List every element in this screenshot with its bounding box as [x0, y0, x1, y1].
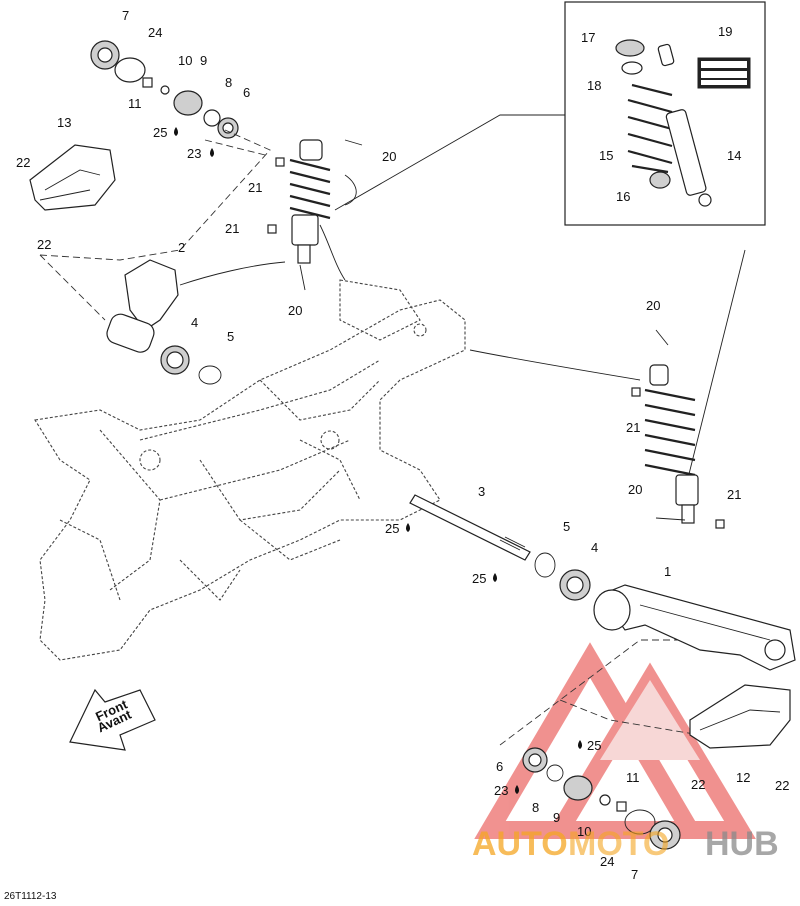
callout-19: 19	[718, 24, 732, 39]
callout-24: 24	[148, 25, 162, 40]
callout-16: 16	[616, 189, 630, 204]
watermark-text: AUTO MOTO HUB	[472, 825, 779, 863]
upper-bearing-group	[90, 40, 239, 139]
pivot-shaft-3	[409, 494, 531, 561]
callout-25: 25	[472, 571, 486, 586]
callout-25: 25	[587, 738, 601, 753]
callout-15: 15	[599, 148, 613, 163]
callout-14: 14	[727, 148, 741, 163]
lower-bearing-group	[522, 747, 681, 850]
callout-22: 22	[16, 155, 30, 170]
callout-23: 23	[187, 146, 201, 161]
callout-4: 4	[591, 540, 598, 555]
callout-10: 10	[577, 824, 591, 839]
shock-absorber-left	[267, 139, 363, 291]
callout-24: 24	[600, 854, 614, 869]
callout-22: 22	[691, 777, 705, 792]
callout-10: 10	[178, 53, 192, 68]
callout-6: 6	[243, 85, 250, 100]
watermark-logo	[474, 642, 756, 839]
watermark-hub: HUB	[705, 825, 779, 863]
drop-icon	[493, 573, 497, 582]
shock-absorber-right	[631, 329, 725, 529]
skid-plate-13	[29, 144, 116, 211]
callout-11: 11	[626, 770, 640, 785]
callout-5: 5	[227, 329, 234, 344]
callout-20: 20	[646, 298, 660, 313]
callout-22: 22	[775, 778, 789, 793]
callout-13: 13	[57, 115, 71, 130]
assembly-leader-lines	[39, 114, 746, 746]
callout-21: 21	[626, 420, 640, 435]
callout-20: 20	[288, 303, 302, 318]
callout-8: 8	[225, 75, 232, 90]
vehicle-frame	[34, 279, 466, 661]
watermark-auto: AUTO	[472, 825, 568, 863]
drop-icon	[578, 740, 582, 749]
callout-25: 25	[385, 521, 399, 536]
callout-21: 21	[727, 487, 741, 502]
callout-17: 17	[581, 30, 595, 45]
drop-icon	[174, 127, 178, 136]
drop-icon	[406, 523, 410, 532]
front-direction-arrow: Front Avant	[69, 688, 156, 751]
callout-23: 23	[494, 783, 508, 798]
drop-icon	[515, 785, 519, 794]
warning-label-19	[697, 57, 751, 89]
drop-icon	[210, 148, 214, 157]
callout-6: 6	[496, 759, 503, 774]
callout-labels: 7 24 10 9 11 8 6 25 23 13 22 22 2 21 21 …	[16, 8, 789, 882]
callout-2: 2	[178, 240, 185, 255]
callout-5: 5	[563, 519, 570, 534]
callout-20: 20	[628, 482, 642, 497]
callout-21: 21	[225, 221, 239, 236]
figure-code: 26T1112-13	[4, 891, 57, 902]
callout-7: 7	[122, 8, 129, 23]
callout-1: 1	[664, 564, 671, 579]
swing-arm-housing	[106, 259, 222, 385]
callout-9: 9	[200, 53, 207, 68]
callout-25: 25	[153, 125, 167, 140]
callout-3: 3	[478, 484, 485, 499]
callout-18: 18	[587, 78, 601, 93]
callout-4: 4	[191, 315, 198, 330]
callout-12: 12	[736, 770, 750, 785]
swing-arm-1	[534, 552, 796, 671]
shock-detail-inset	[564, 1, 766, 226]
callout-7: 7	[631, 867, 638, 882]
callout-21: 21	[248, 180, 262, 195]
callout-9: 9	[553, 810, 560, 825]
skid-plate-12	[689, 684, 791, 749]
watermark-moto: MOTO	[568, 825, 669, 863]
callout-20: 20	[382, 149, 396, 164]
callout-8: 8	[532, 800, 539, 815]
lubricant-drop-icons	[174, 127, 582, 794]
callout-11: 11	[128, 96, 142, 111]
callout-22: 22	[37, 237, 51, 252]
